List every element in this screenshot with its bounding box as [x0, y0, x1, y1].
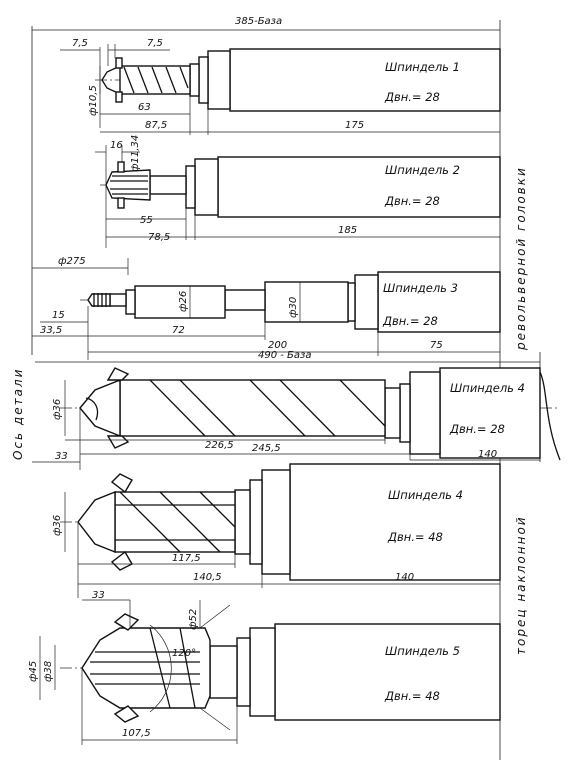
- dim-7-5-a: 7,5: [72, 38, 88, 49]
- spindle-3-label: Шпиндель 3: [383, 281, 458, 295]
- spindle-4b-label: Шпиндель 4: [388, 488, 463, 502]
- spindle-5-assembly: 120° 33 ф52 ф45 ф38 107,5 Шпиндель 5 Двн…: [28, 590, 501, 745]
- dim-33-b: 33: [92, 590, 105, 601]
- dim-dia-38: ф38: [43, 661, 54, 682]
- dim-dia-30: ф30: [288, 297, 299, 318]
- dim-16: 16: [110, 140, 123, 151]
- dim-140-a: 140: [478, 449, 497, 460]
- dim-63: 63: [138, 102, 151, 113]
- dim-140-b: 140: [395, 572, 414, 583]
- dim-140-5: 140,5: [193, 572, 222, 583]
- dim-385-base: 385-База: [235, 16, 282, 27]
- axis-of-part-label: Ось детали: [11, 368, 25, 460]
- dim-dia-45: ф45: [28, 661, 39, 682]
- dim-15: 15: [52, 310, 65, 321]
- dim-72: 72: [172, 325, 185, 336]
- spindle-5-label: Шпиндель 5: [385, 644, 460, 658]
- dim-175: 175: [345, 120, 364, 131]
- dim-107-5: 107,5: [122, 728, 151, 739]
- spindle-1-assembly: 7,5 7,5 ф10,5 63 87,5 175 Шпиндель 1 Двн…: [60, 38, 501, 135]
- dim-dia-26: ф26: [178, 291, 189, 312]
- spindle-2-label: Шпиндель 2: [385, 163, 460, 177]
- dim-75: 75: [430, 340, 443, 351]
- dim-dia-36-b: ф36: [52, 515, 63, 536]
- spindle-3-bore: Двн.= 28: [382, 314, 438, 328]
- dim-120-deg: 120°: [172, 648, 196, 659]
- spindle-1-label: Шпиндель 1: [385, 60, 460, 74]
- dim-245-5: 245,5: [252, 443, 281, 454]
- revolver-head-label: револьверной головки: [514, 166, 528, 351]
- dim-7-5-b: 7,5: [147, 38, 163, 49]
- dim-78-5: 78,5: [148, 232, 170, 243]
- dim-dia-52: ф52: [188, 609, 199, 630]
- dim-226-5: 226,5: [205, 440, 234, 451]
- dim-33-5: 33,5: [40, 325, 62, 336]
- spindle-2-bore: Двн.= 28: [384, 194, 440, 208]
- spindle-4a-bore: Двн.= 28: [449, 422, 505, 436]
- spindle-4a-assembly: ф36 226,5 245,5 33 140 Шпиндель 4 Двн.= …: [32, 352, 561, 470]
- dim-dia-10-5: ф10,5: [88, 85, 99, 116]
- dim-185: 185: [338, 225, 357, 236]
- dim-87-5: 87,5: [145, 120, 167, 131]
- spindle-4b-bore: Двн.= 48: [387, 530, 443, 544]
- spindle-1-bore: Двн.= 28: [384, 90, 440, 104]
- dim-33-a: 33: [55, 451, 68, 462]
- dim-117-5: 117,5: [172, 553, 201, 564]
- tilted-face-label: торец наклонной: [514, 515, 528, 655]
- dim-200: 200: [268, 340, 287, 351]
- spindle-5-bore: Двн.= 48: [384, 689, 440, 703]
- dim-dia-11-34: ф11,34: [130, 135, 141, 172]
- dim-dia-275: ф275: [58, 256, 86, 267]
- dim-490-base: 490 - База: [258, 350, 312, 361]
- spindle-4b-assembly: ф36 117,5 140,5 140 Шпиндель 4 Двн.= 48: [52, 463, 501, 598]
- dim-dia-36-a: ф36: [52, 399, 63, 420]
- spindle-2-assembly: 16 ф11,34 55 78,5 185 Шпиндель 2 Двн.= 2…: [95, 135, 501, 248]
- spindle-3-assembly: ф275 ф26 ф30 15 33,5 72 200 75 Шпиндель …: [32, 256, 501, 360]
- spindle-4a-label: Шпиндель 4: [450, 381, 525, 395]
- dim-55: 55: [140, 215, 153, 226]
